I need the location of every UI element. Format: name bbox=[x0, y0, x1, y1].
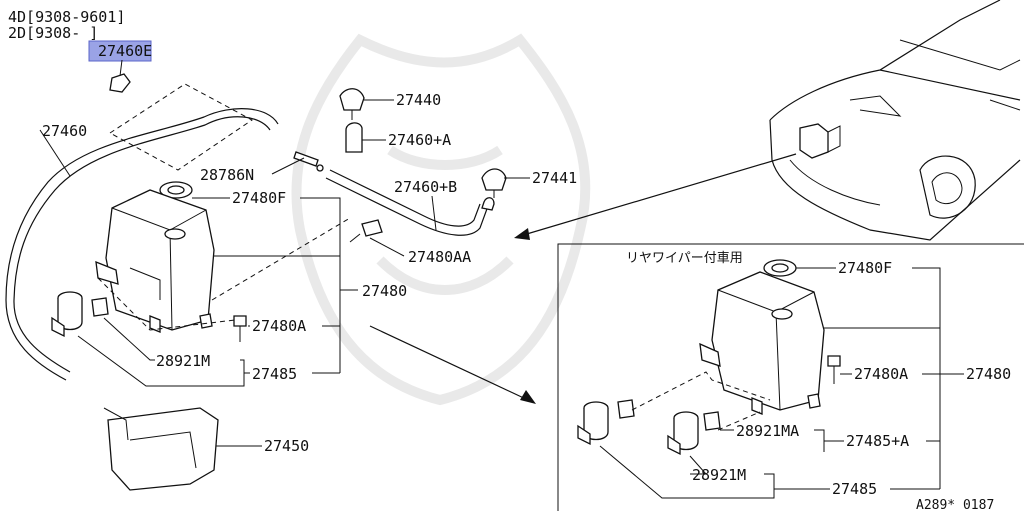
inset-label-27480a[interactable]: 27480A bbox=[854, 365, 908, 383]
washer-pump-28921m bbox=[51, 291, 83, 338]
connector-28786n bbox=[293, 151, 324, 172]
car-illustration bbox=[769, 0, 1021, 241]
inset-pump-front bbox=[667, 411, 699, 456]
model-code-4d: 4D[9308-9601] bbox=[8, 8, 125, 26]
label-27480[interactable]: 27480 bbox=[362, 282, 407, 300]
label-27460b[interactable]: 27460+B bbox=[394, 178, 457, 196]
label-28786n[interactable]: 28786N bbox=[200, 166, 254, 184]
inset-label-27480f[interactable]: 27480F bbox=[838, 259, 892, 277]
leader-lines-main bbox=[39, 99, 530, 447]
inset-filler-cap bbox=[763, 259, 797, 277]
label-27441[interactable]: 27441 bbox=[532, 169, 577, 187]
inset-label-27485[interactable]: 27485 bbox=[832, 480, 877, 498]
label-27450[interactable]: 27450 bbox=[264, 437, 309, 455]
inset-bolt bbox=[827, 355, 841, 384]
inset-frame bbox=[557, 243, 1024, 511]
hose-27460b bbox=[325, 169, 495, 236]
label-27485[interactable]: 27485 bbox=[252, 365, 297, 383]
inset-label-28921ma[interactable]: 28921MA bbox=[736, 422, 799, 440]
inset-leader-lines bbox=[599, 267, 964, 499]
label-27440[interactable]: 27440 bbox=[396, 91, 441, 109]
diagram-code: A289* 0187 bbox=[916, 498, 994, 511]
washer-tank-27480 bbox=[95, 189, 215, 333]
bolt-27480aa bbox=[349, 219, 383, 243]
label-28921m[interactable]: 28921M bbox=[156, 352, 210, 370]
dashed-guide-lower bbox=[97, 277, 236, 331]
hose-27460a bbox=[345, 122, 363, 153]
tank-bracket-27450 bbox=[103, 407, 219, 491]
washer-hose-27460 bbox=[5, 108, 279, 381]
label-27480a[interactable]: 27480A bbox=[252, 317, 306, 335]
inset-label-27485a[interactable]: 27485+A bbox=[846, 432, 909, 450]
highlight-box[interactable] bbox=[88, 40, 152, 62]
washer-nozzle-27441 bbox=[481, 168, 507, 198]
filler-cap-27480f bbox=[159, 181, 193, 199]
inset-grommet-rear bbox=[617, 399, 635, 419]
inset-dashed-guide-2 bbox=[717, 411, 761, 431]
inset-label-28921m[interactable]: 28921M bbox=[692, 466, 746, 484]
inset-label-27480[interactable]: 27480 bbox=[966, 365, 1011, 383]
inset-grommet-front bbox=[703, 411, 721, 431]
inset-title: リヤワイパー付車用 bbox=[626, 251, 743, 266]
label-27460[interactable]: 27460 bbox=[42, 122, 87, 140]
part-27460e-label[interactable]: 27460E bbox=[98, 42, 152, 60]
grommet-28921m bbox=[91, 297, 109, 317]
label-27480aa[interactable]: 27480AA bbox=[408, 248, 471, 266]
label-27480f[interactable]: 27480F bbox=[232, 189, 286, 207]
model-code-2d: 2D[9308- ] bbox=[8, 24, 98, 42]
dashed-guide-upper bbox=[109, 83, 253, 171]
watermark-emblem bbox=[291, 33, 591, 406]
pointer-arrow-inset bbox=[369, 325, 536, 404]
inset-pump-rear bbox=[577, 401, 609, 446]
pointer-arrow-car bbox=[514, 153, 797, 240]
bolt-27480a bbox=[233, 315, 247, 342]
washer-nozzle-27440 bbox=[339, 88, 365, 120]
inset-washer-tank bbox=[699, 271, 825, 415]
label-27460a[interactable]: 27460+A bbox=[388, 131, 451, 149]
dashed-guide-bolt bbox=[211, 217, 351, 301]
hose-clip-27460e bbox=[109, 59, 131, 93]
